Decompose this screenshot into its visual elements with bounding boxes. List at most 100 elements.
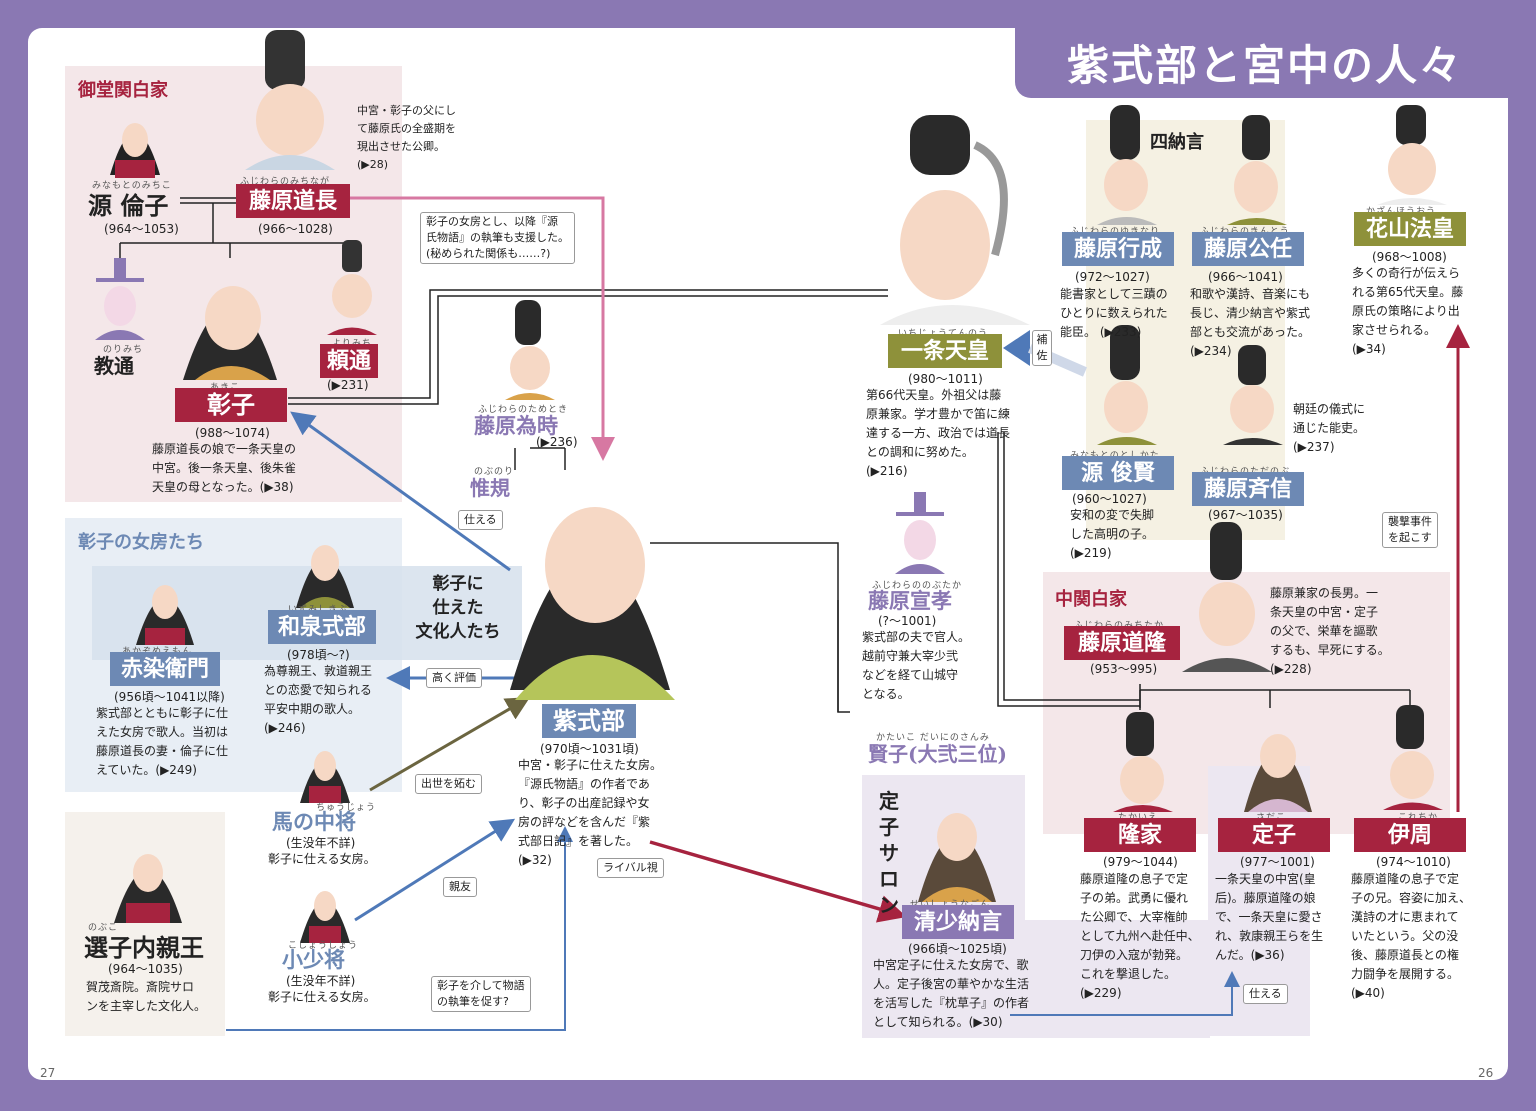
tag-genji-support: 彰子の女房とし、以降『源 氏物語』の執筆も支援した。 (秘められた関係も……?) xyxy=(420,212,575,264)
tadanobu-desc: 朝廷の儀式に 通じた能吏。 (▶237) xyxy=(1293,402,1366,454)
yorimichi-ref: (▶231) xyxy=(327,378,369,392)
senshi-portrait xyxy=(114,854,182,923)
senshi-years: (964〜1035) xyxy=(108,962,183,976)
section-naka: 中関白家 xyxy=(1055,589,1127,610)
shoshi-name: 彰子 xyxy=(175,388,287,422)
kazan-portrait xyxy=(1377,105,1447,205)
kinto-name: 藤原公任 xyxy=(1192,232,1304,266)
tag-shusse-netamu: 出世を妬む xyxy=(415,774,482,794)
uma-name: 馬の中将 xyxy=(272,809,356,834)
tadanobu-portrait xyxy=(1223,345,1283,445)
akazome-desc: 紫式部とともに彰子に仕 えた女房で歌人。当初は 藤原道長の妻・倫子に仕 えていた… xyxy=(96,706,229,777)
kinto-desc: 和歌や漢詩、音楽にも 長じ、清少納言や紫式 部とも交流があった。 (▶234) xyxy=(1190,287,1311,358)
page-title: 紫式部と宮中の人々 xyxy=(1066,41,1463,90)
tadanobu-years: (967〜1035) xyxy=(1208,508,1283,522)
page-number-right: 26 xyxy=(1478,1066,1494,1080)
panel-senshi xyxy=(65,812,225,1036)
takaie-name: 隆家 xyxy=(1084,818,1196,852)
yorimichi-portrait xyxy=(327,240,377,335)
kosho-ruby: こしょうしょう xyxy=(288,941,359,951)
yukinari-desc: 能書家として三蹟の ひとりに数えられた 能臣。 (▶233) xyxy=(1060,287,1168,339)
seishonagon-years: (966頃〜1025頃) xyxy=(908,942,1007,956)
toshikata-years: (960〜1027) xyxy=(1072,492,1147,506)
tametoki-name: 藤原為時 xyxy=(474,413,558,438)
yukinari-years: (972〜1027) xyxy=(1075,270,1150,284)
korechika-name: 伊周 xyxy=(1354,818,1466,852)
michinaga-name: 藤原道長 xyxy=(236,184,350,218)
tag-tsukaeru-teishi: 仕える xyxy=(1243,984,1288,1004)
tametoki-ruby: ふじわらのためとき xyxy=(478,405,569,415)
teishi-desc: 一条天皇の中宮(皇 后)。藤原道隆の娘 で、一条天皇に愛さ れ、敦康親王らを生 … xyxy=(1215,872,1324,962)
akazome-years: (956頃〜1041以降) xyxy=(114,690,225,704)
tametoki-ref: (▶236) xyxy=(536,435,578,449)
tametoki-portrait xyxy=(505,300,555,400)
teishi-name: 定子 xyxy=(1218,818,1330,852)
korechika-years: (974〜1010) xyxy=(1376,855,1451,869)
kosho-name: 小少将 xyxy=(282,947,345,972)
tag-unagasu: 彰子を介して物語 の執筆を促す? xyxy=(431,976,531,1012)
takaie-years: (979〜1044) xyxy=(1103,855,1178,869)
uma-portrait xyxy=(300,751,350,803)
kazan-years: (968〜1008) xyxy=(1372,250,1447,264)
norimichi-portrait xyxy=(95,258,145,340)
michitaka-name: 藤原道隆 xyxy=(1064,626,1180,660)
takaie-desc: 藤原道隆の息子で定 子の弟。武勇に優れ た公卿で、大宰権帥 として九州へ赴任中、… xyxy=(1080,872,1200,1000)
michinaga-ruby: ふじわらのみちなが xyxy=(240,177,331,187)
senshi-ruby: のぶこ xyxy=(88,923,119,933)
kosho-portrait xyxy=(300,891,350,943)
senshi-name: 選子内親王 xyxy=(84,933,204,962)
tag-rival: ライバル視 xyxy=(597,858,664,878)
murasaki-name: 紫式部 xyxy=(542,704,636,738)
kazan-name: 花山法皇 xyxy=(1354,212,1466,246)
ichijo-portrait xyxy=(880,115,1030,325)
murasaki-desc: 中宮・彰子に仕えた女房。 『源氏物語』の作者であ り、彰子の出産記録や女 房の評… xyxy=(518,758,663,867)
section-nyobo: 彰子の女房たち xyxy=(78,532,204,553)
korechika-portrait xyxy=(1383,705,1443,810)
uma-desc: 彰子に仕える女房。 xyxy=(268,852,376,866)
toshikata-name: 源 俊賢 xyxy=(1062,456,1174,490)
nobutaka-name: 藤原宣孝 xyxy=(868,588,952,613)
norimichi-name: 教通 xyxy=(94,354,134,378)
uma-ruby: ちゅうじょう xyxy=(316,803,377,813)
ichijo-desc: 第66代天皇。外祖父は藤 原兼家。学才豊かで笛に練 達する一方、政治では道長 と… xyxy=(866,388,1011,478)
ichijo-name: 一条天皇 xyxy=(888,334,1002,368)
page-number-left: 27 xyxy=(40,1066,56,1080)
seishonagon-portrait xyxy=(918,813,996,902)
akazome-name: 赤染衛門 xyxy=(110,652,220,686)
yorimichi-name: 頼通 xyxy=(320,344,378,378)
michitaka-portrait xyxy=(1182,522,1272,672)
tag-takaku-hyoka: 高く評価 xyxy=(426,668,482,688)
teishi-portrait xyxy=(1244,734,1312,812)
korechika-desc: 藤原道隆の息子で定 子の兄。容姿に加え、 漢詩の才に恵まれて いたという。父の没… xyxy=(1351,872,1472,1000)
toshikata-desc: 安和の変で失脚 した高明の子。 (▶219) xyxy=(1070,508,1155,560)
section-bunkajin: 彰子に 仕えた 文化人たち xyxy=(415,574,501,642)
rinshi-ruby: みなもとのみちこ xyxy=(92,181,172,191)
yukinari-name: 藤原行成 xyxy=(1062,232,1174,266)
murasaki-portrait xyxy=(510,507,675,700)
ichijo-years: (980〜1011) xyxy=(908,372,983,386)
shoshi-years: (988〜1074) xyxy=(195,426,270,440)
kinto-years: (966〜1041) xyxy=(1208,270,1283,284)
section-shinagon: 四納言 xyxy=(1150,132,1204,153)
tag-hosa: 補 佐 xyxy=(1032,330,1052,366)
izumi-portrait xyxy=(296,545,354,608)
panel-teishi-salon-ext xyxy=(1025,920,1210,1038)
murasaki-years: (970頃〜1031頃) xyxy=(540,742,639,756)
tag-shinyu: 親友 xyxy=(443,877,477,897)
kinto-portrait xyxy=(1227,115,1287,225)
seishonagon-desc: 中宮定子に仕えた女房で、歌 人。定子後宮の華やかな生活 を活写した『枕草子』の作… xyxy=(873,958,1030,1029)
kazan-desc: 多くの奇行が伝えら れる第65代天皇。藤 原氏の策略により出 家させられる。 (… xyxy=(1352,266,1464,356)
nobunori-ruby: のぶのり xyxy=(474,467,515,477)
izumi-desc: 為尊親王、敦道親王 との恋愛で知られる 平安中期の歌人。 (▶246) xyxy=(264,664,373,735)
takaie-portrait xyxy=(1113,712,1173,812)
tag-shugeki: 襲撃事件 を起こす xyxy=(1382,512,1438,548)
tag-tsukaeru-shoshi: 仕える xyxy=(458,510,503,530)
michitaka-desc: 藤原兼家の長男。一 条天皇の中宮・定子 の父で、栄華を謳歌 するも、早死にする。… xyxy=(1270,586,1390,676)
akazome-portrait xyxy=(136,585,194,645)
rinshi-name: 源 倫子 xyxy=(88,191,169,220)
title-banner xyxy=(1015,26,1508,98)
nobutaka-ruby: ふじわらののぶたか xyxy=(872,581,963,591)
norimichi-ruby: のりみち xyxy=(103,345,144,355)
yukinari-portrait xyxy=(1097,105,1157,225)
